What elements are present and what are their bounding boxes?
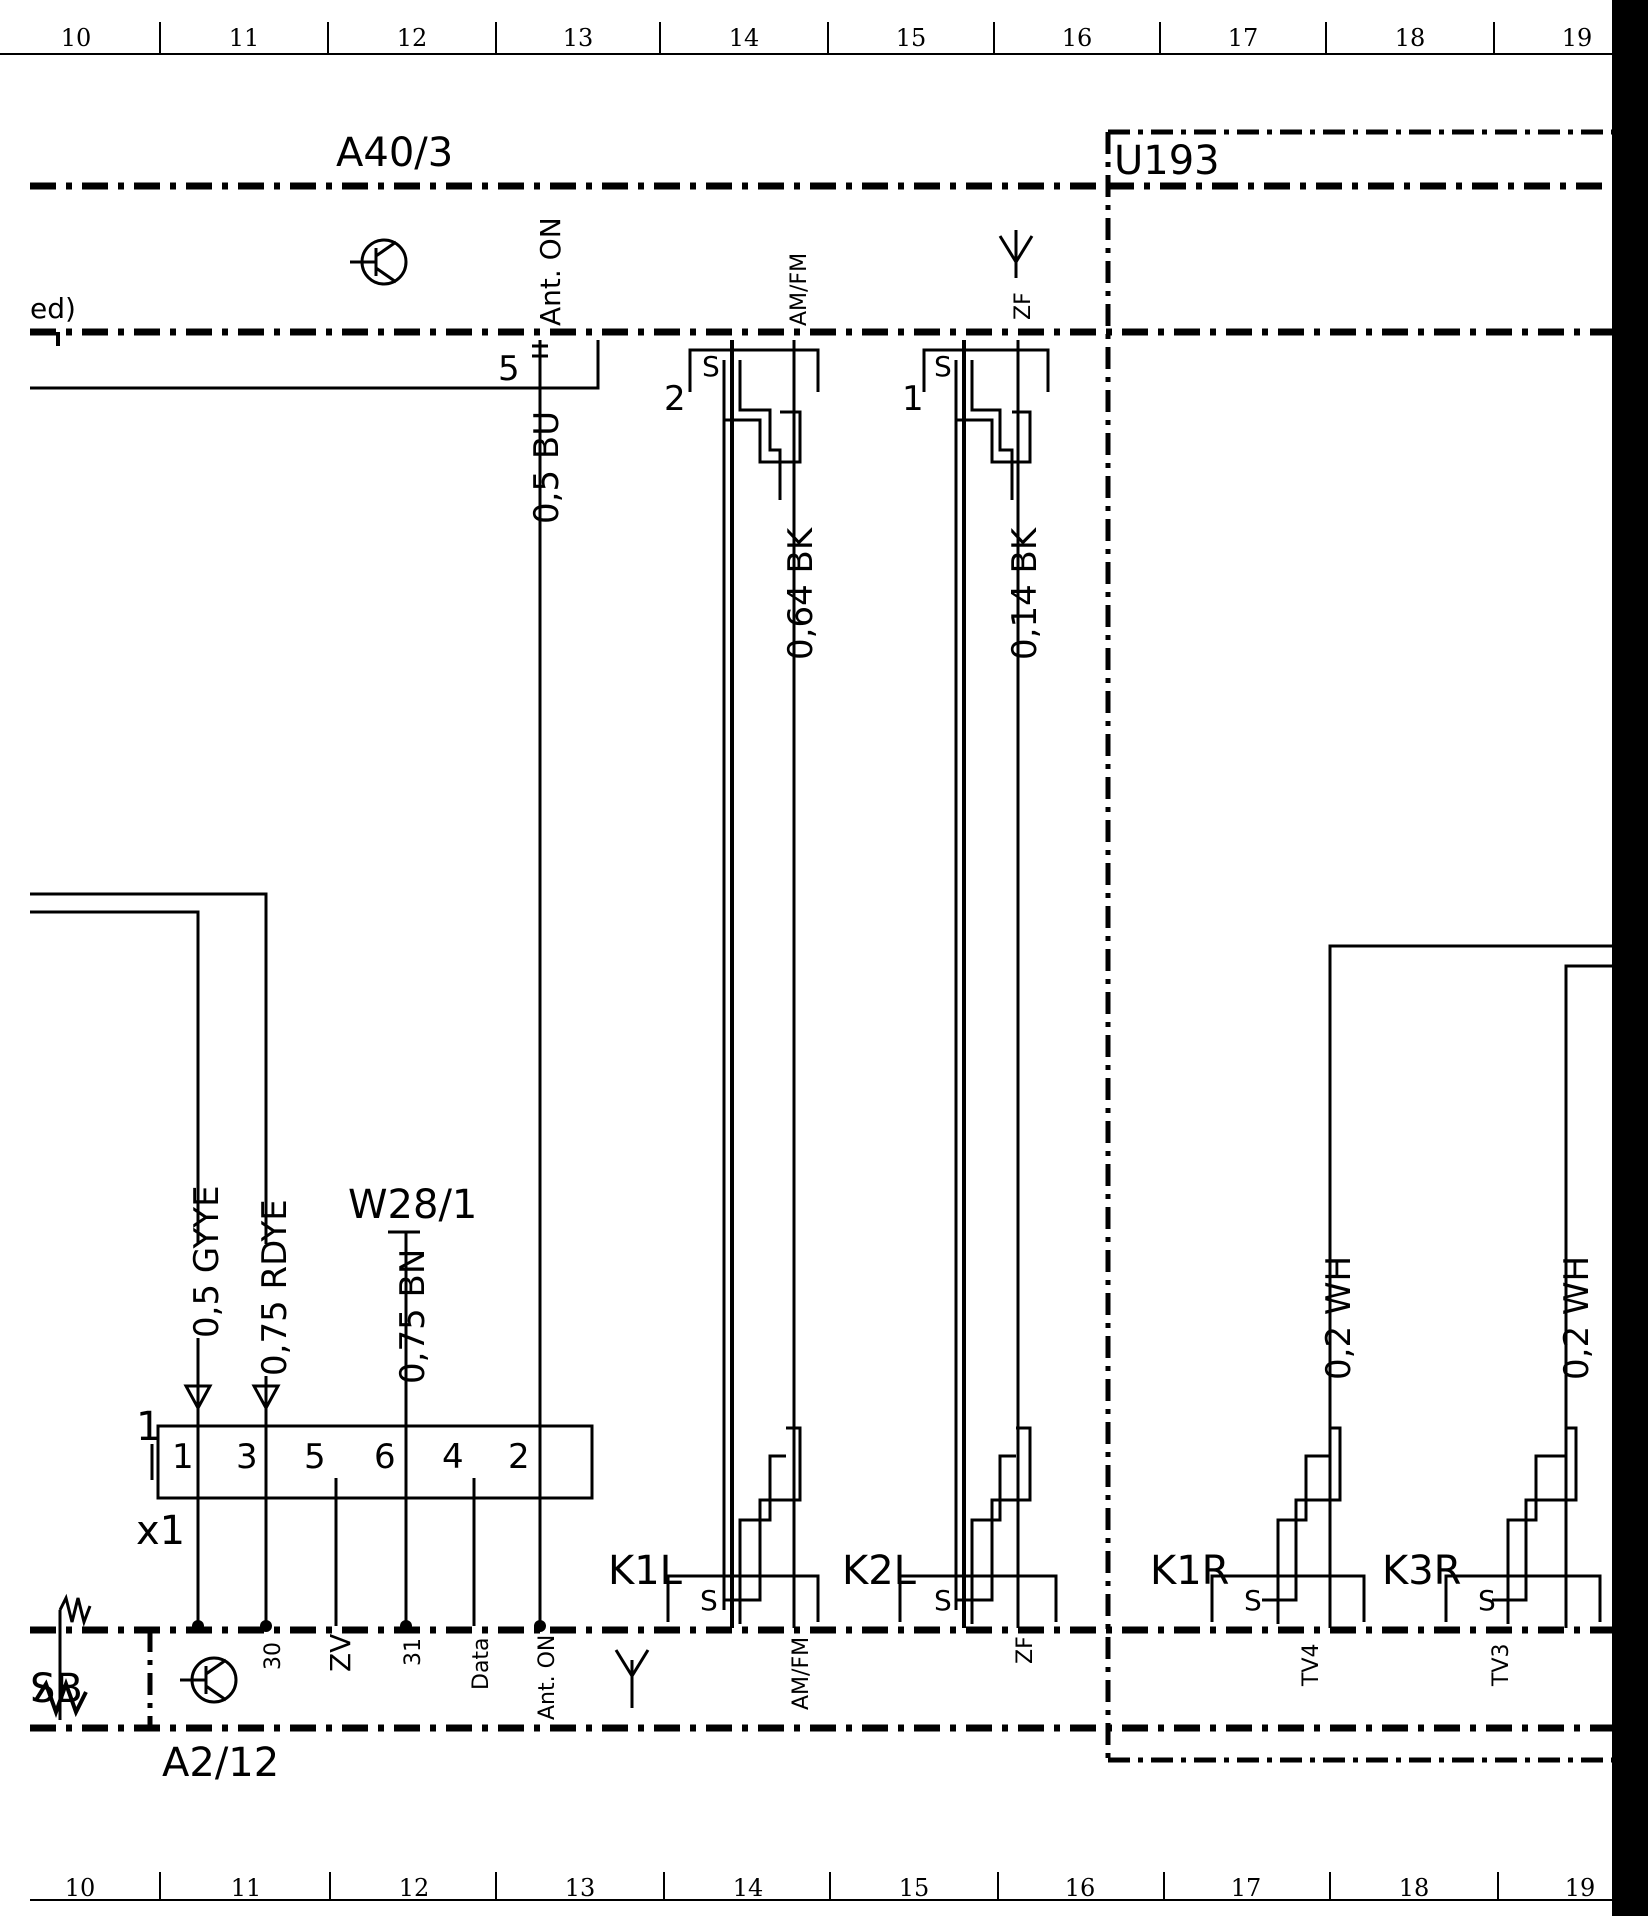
u193-label: U193 <box>1114 138 1220 184</box>
signal-ant-on-label: Ant. ON <box>535 1635 560 1720</box>
antenna-icon-bottom <box>614 1649 650 1708</box>
right-border <box>1612 0 1648 1916</box>
shield-1-label: 1 <box>902 379 924 419</box>
shield-2-label: 2 <box>664 379 686 419</box>
grid-top-14: 14 <box>729 24 760 52</box>
wire-0-2-wh-2-label: 0,2 WH <box>1557 1256 1597 1380</box>
wire-wh-k3r: 0,2 WH K3R S <box>1382 964 1612 1628</box>
w28-1-label: W28/1 <box>348 1182 477 1228</box>
wire-0-64-bk-label: 0,64 BK <box>781 526 821 660</box>
wire-0-5-gyye-label: 0,5 GYYE <box>187 1185 227 1338</box>
signal-31-label: 31 <box>401 1638 426 1666</box>
x1-pin-2: 2 <box>508 1437 530 1477</box>
grid-bottom-18: 18 <box>1399 1874 1430 1902</box>
grid-top-15: 15 <box>896 24 927 52</box>
wire-0-14-bk-label: 0,14 BK <box>1005 526 1045 660</box>
u193-boundary: U193 <box>1105 129 1612 1763</box>
w28-1-wire: W28/1 0,75 BN <box>348 1182 477 1626</box>
signal-tv4-label: TV4 <box>1299 1644 1324 1688</box>
grid-top-10: 10 <box>61 24 92 52</box>
grid-top-11: 11 <box>229 24 260 52</box>
wire-0-75-bn-label: 0,75 BN <box>393 1249 433 1384</box>
shield-s-k3r: S <box>1478 1584 1496 1617</box>
grid-bottom-17: 17 <box>1231 1874 1262 1902</box>
am-fm-top-label: AM/FM <box>787 253 812 326</box>
grid-top-17: 17 <box>1228 24 1259 52</box>
grid-top-19: 19 <box>1562 24 1593 52</box>
a2-12-label: A2/12 <box>162 1740 279 1786</box>
grid-bottom-10: 10 <box>65 1874 96 1902</box>
x1-number-label: 1 <box>136 1404 161 1450</box>
k2l-label: K2L <box>842 1548 917 1594</box>
wire-0-75-rdye-label: 0,75 RDYE <box>255 1199 295 1376</box>
wire-0-2-wh-1-label: 0,2 WH <box>1319 1256 1359 1380</box>
k1l-label: K1L <box>608 1548 683 1594</box>
grid-top-18: 18 <box>1395 24 1426 52</box>
shield-s-bottom-2: S <box>934 1584 952 1617</box>
a40-3-boundary: A40/3 ed) <box>30 130 1612 346</box>
a2-12-boundary: A2/12 <box>30 1626 1612 1786</box>
zf-top-label: ZF <box>1011 292 1036 320</box>
a40-connector-5: 5 <box>30 340 600 390</box>
x1-pin-4: 4 <box>442 1437 464 1477</box>
signal-tv3-label: TV3 <box>1489 1644 1514 1688</box>
x1-pin-3: 3 <box>236 1437 258 1477</box>
transistor-icon <box>350 238 408 286</box>
shield-s-k1r: S <box>1244 1584 1262 1617</box>
wire-wh-k1r: 0,2 WH K1R S <box>1150 944 1612 1628</box>
x1-pin-5: 5 <box>304 1437 326 1477</box>
a40-pin5-label: 5 <box>498 349 520 389</box>
top-grid-ruler: 10 11 12 13 14 15 16 17 18 19 <box>0 22 1612 55</box>
grid-bottom-19: 19 <box>1565 1874 1596 1902</box>
grid-bottom-11: 11 <box>231 1874 262 1902</box>
wire-0-5-bu-label: 0,5 BU <box>527 411 567 524</box>
k3r-label: K3R <box>1382 1548 1461 1594</box>
bottom-grid-ruler: 10 11 12 13 14 15 16 17 18 19 <box>30 1872 1612 1902</box>
sb-resistor: SB <box>30 1593 92 1720</box>
a2-12-signal-labels: 30 ZV 31 Data Ant. ON AM/FM ZF TV4 TV3 <box>261 1634 1514 1720</box>
signal-30-label: 30 <box>261 1642 286 1670</box>
shielded-cable-k2l: 1 S ZF 0,14 BK K2L S <box>842 292 1058 1628</box>
a40-3-label: A40/3 <box>336 130 453 176</box>
ed-fragment-label: ed) <box>30 292 76 325</box>
grid-bottom-12: 12 <box>399 1874 430 1902</box>
shielded-cable-k1l: 2 S AM/FM 0,64 BK K1L S <box>608 253 821 1628</box>
antenna-icon <box>998 230 1034 278</box>
signal-data-label: Data <box>469 1637 494 1690</box>
grid-bottom-14: 14 <box>733 1874 764 1902</box>
wire-ant-on: Ant. ON 0,5 BU <box>527 217 567 1628</box>
signal-am-fm-label: AM/FM <box>789 1637 814 1710</box>
x1-label: x1 <box>136 1508 185 1554</box>
k1r-label: K1R <box>1150 1548 1229 1594</box>
ant-on-top-label: Ant. ON <box>534 217 567 326</box>
grid-top-12: 12 <box>397 24 428 52</box>
x1-connector: 1 x1 1 3 5 6 4 2 <box>136 1404 594 1626</box>
shield-s-bottom-1: S <box>700 1584 718 1617</box>
grid-top-16: 16 <box>1062 24 1093 52</box>
signal-zv-label: ZV <box>324 1634 357 1672</box>
grid-bottom-13: 13 <box>565 1874 596 1902</box>
grid-bottom-16: 16 <box>1065 1874 1096 1902</box>
grid-top-13: 13 <box>563 24 594 52</box>
left-wires: 0,5 GYYE 0,75 RDYE <box>30 892 295 1626</box>
grid-bottom-15: 15 <box>899 1874 930 1902</box>
shield-s-top-2: S <box>934 350 952 383</box>
signal-zf-label: ZF <box>1013 1636 1038 1664</box>
transistor-icon-bottom <box>180 1656 238 1704</box>
x1-pin-6: 6 <box>374 1437 396 1477</box>
x1-pin-1: 1 <box>172 1437 194 1477</box>
shield-s-top-1: S <box>702 350 720 383</box>
